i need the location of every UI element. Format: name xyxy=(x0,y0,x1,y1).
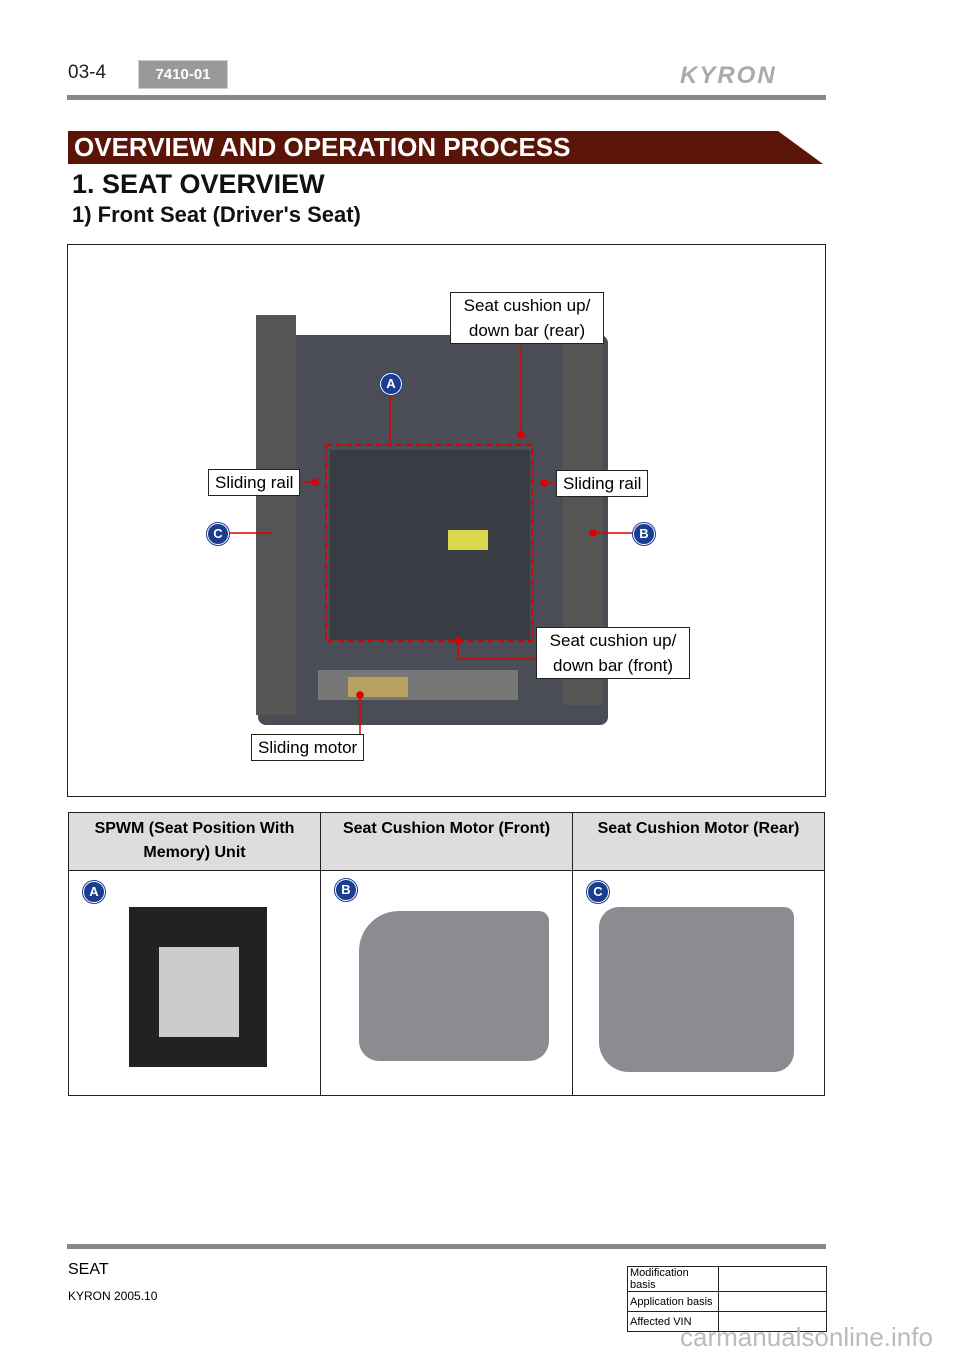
header-spwm-unit: SPWM (Seat Position With Memory) Unit xyxy=(68,812,321,871)
label-seat-cushion-bar-rear: Seat cushion up/ down bar (rear) xyxy=(450,292,604,344)
section-code-badge: 7410-01 xyxy=(138,60,228,89)
marker-c: C xyxy=(587,881,609,903)
cell-spwm-photo: A xyxy=(68,870,321,1096)
footer-section: SEAT xyxy=(68,1261,109,1278)
marker-b: B xyxy=(633,523,655,545)
marker-b: B xyxy=(335,879,357,901)
label-seat-cushion-bar-front: Seat cushion up/ down bar (front) xyxy=(536,627,690,679)
component-table: SPWM (Seat Position With Memory) Unit Se… xyxy=(68,812,825,1096)
marker-a: A xyxy=(380,373,402,395)
footer-rule xyxy=(67,1244,826,1249)
label-sliding-rail-left: Sliding rail xyxy=(208,469,301,496)
label-sliding-motor: Sliding motor xyxy=(251,734,365,761)
affected-vin-value xyxy=(718,1311,827,1332)
application-basis-label: Application basis xyxy=(627,1291,719,1312)
marker-a: A xyxy=(83,881,105,903)
header-cushion-motor-rear: Seat Cushion Motor (Rear) xyxy=(572,812,825,871)
seat-diagram: Seat cushion up/ down bar (rear) Sliding… xyxy=(67,244,826,797)
application-basis-value xyxy=(718,1291,827,1312)
spwm-unit-photo xyxy=(129,907,267,1067)
label-sliding-rail-right: Sliding rail xyxy=(556,470,649,497)
brand-logo: KYRON xyxy=(680,62,777,89)
page-number: 03-4 xyxy=(68,62,107,83)
seat-frame-illustration xyxy=(228,315,638,735)
modification-basis-value xyxy=(718,1266,827,1292)
cell-rear-motor-photo: C xyxy=(572,870,825,1096)
header-cushion-motor-front: Seat Cushion Motor (Front) xyxy=(320,812,573,871)
front-motor-photo xyxy=(359,911,549,1061)
cell-front-motor-photo: B xyxy=(320,870,573,1096)
subheading: 1) Front Seat (Driver's Seat) xyxy=(72,202,361,227)
revision-table: Modification basis Application basis Aff… xyxy=(627,1266,827,1332)
section-banner: OVERVIEW AND OPERATION PROCESS xyxy=(68,131,823,164)
rear-motor-photo xyxy=(599,907,794,1072)
page-title: 1. SEAT OVERVIEW xyxy=(72,169,325,199)
marker-c: C xyxy=(207,523,229,545)
watermark: carmanualsonline.info xyxy=(680,1322,933,1352)
footer-model: KYRON 2005.10 xyxy=(68,1289,158,1303)
header-rule xyxy=(67,95,826,100)
modification-basis-label: Modification basis xyxy=(627,1266,719,1292)
